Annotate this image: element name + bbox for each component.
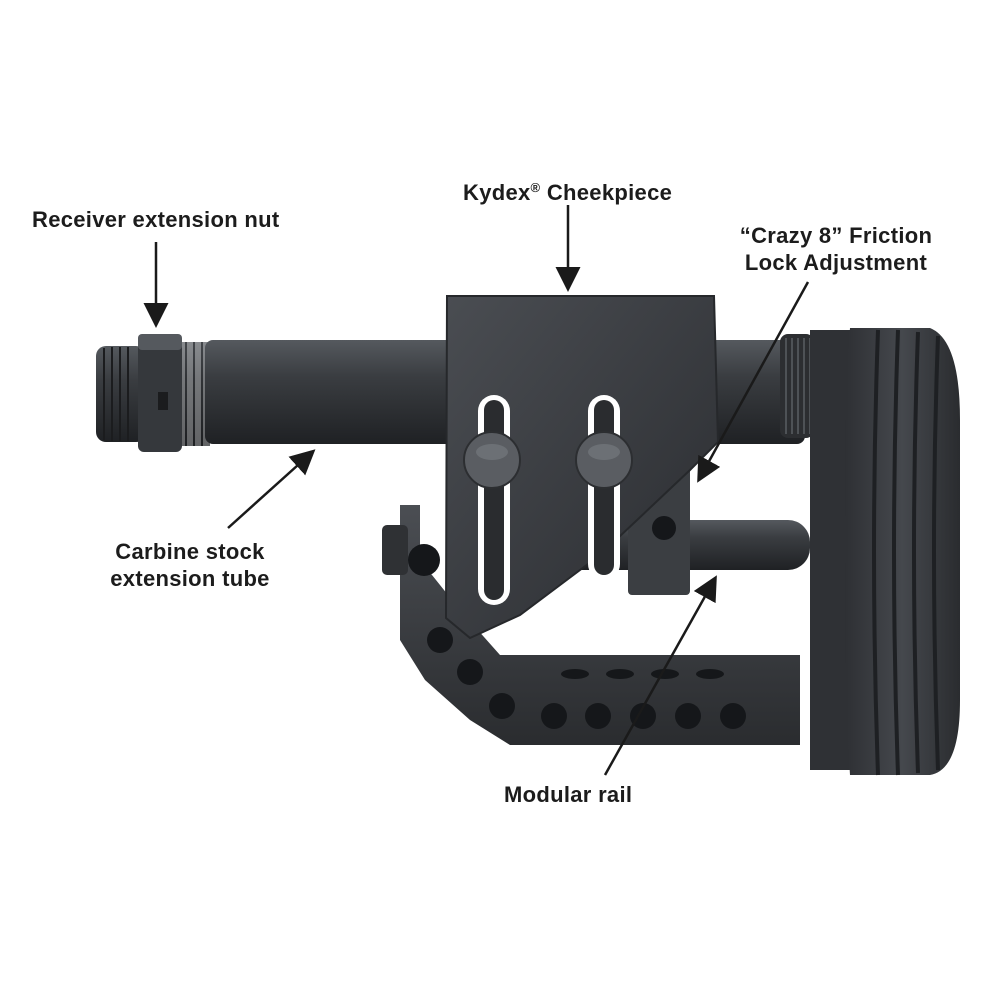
modular-rail-label: Modular rail <box>504 782 633 807</box>
kydex-cheekpiece <box>444 295 720 640</box>
extension-tube-label-line1: Carbine stock <box>115 539 265 564</box>
arrow-extension-tube <box>227 449 316 529</box>
modular-rail <box>382 505 800 745</box>
receiver-nut-label: Receiver extension nut <box>32 207 280 232</box>
friction-lock-label-line1: “Crazy 8” Friction <box>739 223 933 248</box>
cheekpiece-label-rest: Cheekpiece <box>540 180 673 205</box>
receiver-extension-nut <box>138 334 210 452</box>
arrow-friction-lock <box>697 281 810 483</box>
threaded-end <box>96 346 146 442</box>
registered-mark: ® <box>530 180 541 195</box>
cheekpiece-label-name: Kydex <box>463 180 531 205</box>
friction-lock-label-line2: Lock Adjustment <box>744 250 928 275</box>
extension-tube-label: Carbine stock extension tube <box>90 538 290 592</box>
arrow-modular-rail <box>603 575 717 776</box>
cheekpiece-label: Kydex® Cheekpiece <box>463 174 672 206</box>
friction-lock-ring <box>780 334 814 438</box>
buttstock <box>810 328 960 776</box>
callout-arrows <box>143 205 810 776</box>
friction-lock-label: “Crazy 8” Friction Lock Adjustment <box>726 222 946 276</box>
extension-tube-label-line2: extension tube <box>110 566 270 591</box>
